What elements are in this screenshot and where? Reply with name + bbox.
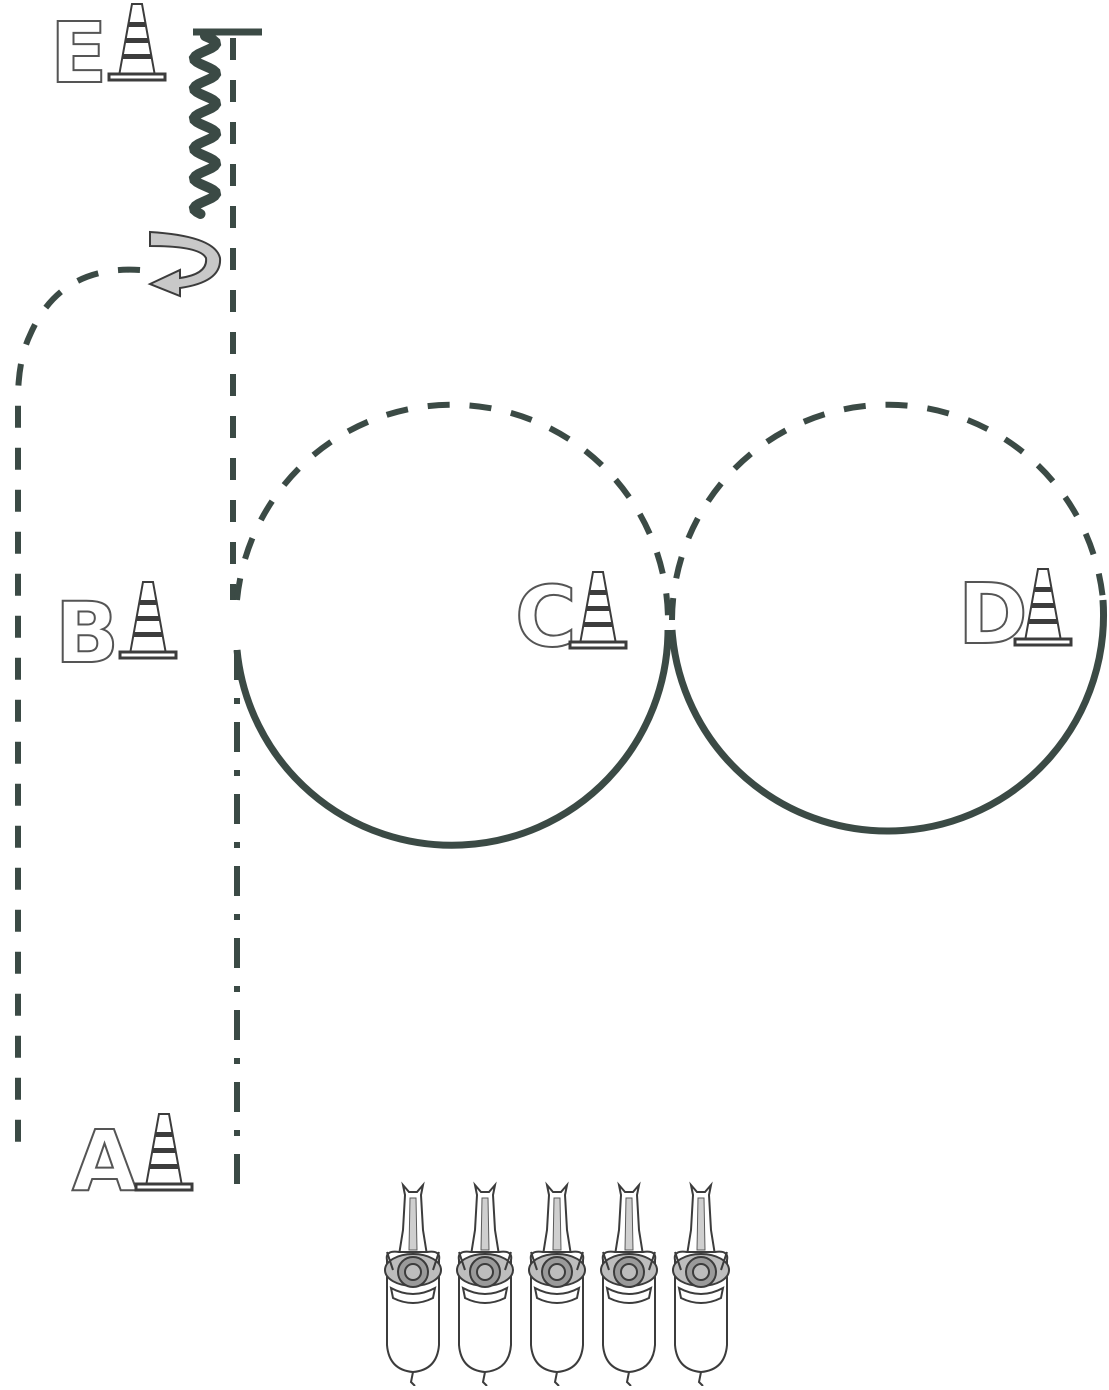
traffic-cone-icon	[107, 2, 167, 82]
marker-e: E	[49, 2, 167, 103]
riding-paths	[15, 28, 1108, 1200]
horse-rider-icon	[528, 1184, 586, 1387]
traffic-cone-icon	[568, 570, 628, 650]
horse-rider-icon	[456, 1184, 514, 1387]
marker-b-letter: B	[55, 584, 119, 682]
wavy-line-icon	[188, 31, 222, 219]
circle-c-solid-arc	[233, 629, 672, 849]
marker-c-letter: C	[515, 568, 577, 666]
u-turn-arrow-icon	[147, 230, 222, 298]
horse-rider-icon	[672, 1184, 730, 1387]
left-return-path	[15, 266, 141, 1160]
riders-group	[384, 1184, 730, 1387]
marker-d-letter: D	[958, 565, 1028, 663]
horse-rider-icon	[384, 1184, 442, 1387]
circle-d-dashed-arc	[669, 401, 1106, 621]
marker-a: A	[71, 1111, 194, 1211]
marker-d: D	[957, 564, 1073, 664]
circle-d-solid-arc	[668, 599, 1108, 835]
traffic-cone-icon	[134, 1112, 194, 1192]
marker-b: B	[54, 580, 178, 683]
traffic-cone-icon	[118, 580, 178, 660]
circle-c-dashed-arc	[234, 401, 671, 621]
marker-a-letter: A	[72, 1112, 137, 1210]
marker-c: C	[514, 567, 628, 667]
marker-e-letter: E	[50, 4, 107, 102]
horse-rider-icon	[600, 1184, 658, 1387]
